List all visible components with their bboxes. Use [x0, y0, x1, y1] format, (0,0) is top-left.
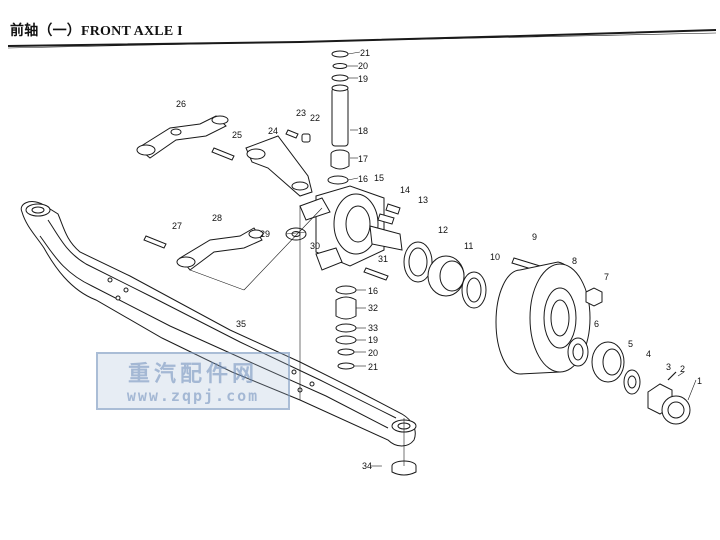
watermark-url: www.zqpj.com [126, 387, 260, 405]
bolts [143, 129, 541, 281]
lower-stack [335, 285, 357, 370]
callout-25: 25 [232, 130, 242, 140]
wheel-hub [495, 261, 591, 375]
callout-15: 15 [374, 173, 384, 183]
hub-nut-cap [647, 383, 691, 425]
callout-14: 14 [400, 185, 410, 195]
callout-9: 9 [532, 232, 537, 242]
callout-7: 7 [604, 272, 609, 282]
callout-26: 26 [176, 99, 186, 109]
callout-23: 23 [296, 108, 306, 118]
callout-20b: 20 [368, 348, 378, 358]
callout-33: 33 [368, 323, 378, 333]
callout-29: 29 [260, 229, 270, 239]
axle-beam [20, 201, 417, 447]
callout-18: 18 [358, 126, 368, 136]
callout-labels: 1 2 3 4 5 6 7 8 9 10 11 12 13 14 15 16 1… [172, 48, 702, 471]
callout-31: 31 [378, 254, 388, 264]
callout-34: 34 [362, 461, 372, 471]
watermark: 重汽配件网 www.zqpj.com [96, 352, 290, 410]
callout-1: 1 [697, 376, 702, 386]
callout-20: 20 [358, 61, 368, 71]
callout-5: 5 [628, 339, 633, 349]
callout-10: 10 [490, 252, 500, 262]
callout-12: 12 [438, 225, 448, 235]
callout-27: 27 [172, 221, 182, 231]
page-header: 前轴（一）FRONT AXLE I [0, 0, 720, 48]
callout-8: 8 [572, 256, 577, 266]
callout-19: 19 [358, 74, 368, 84]
callout-3: 3 [666, 362, 671, 372]
callout-11: 11 [464, 241, 473, 251]
page-title: 前轴（一）FRONT AXLE I [10, 24, 183, 39]
callout-28: 28 [212, 213, 222, 223]
callout-21: 21 [360, 48, 370, 58]
callout-17: 17 [358, 154, 368, 164]
callout-32: 32 [368, 303, 378, 313]
callout-4: 4 [646, 349, 651, 359]
callout-13: 13 [418, 195, 428, 205]
kingpin [330, 84, 350, 170]
callout-16: 16 [358, 174, 368, 184]
callout-16b: 16 [368, 286, 378, 296]
callout-2: 2 [680, 364, 685, 374]
nut-7 [585, 287, 603, 307]
callout-21b: 21 [368, 362, 378, 372]
pin-2 [667, 371, 677, 381]
inner-seal-bearing [403, 241, 487, 309]
callout-22: 22 [310, 113, 320, 123]
callout-6: 6 [594, 319, 599, 329]
callout-24: 24 [268, 126, 278, 136]
steering-arm-lower [176, 227, 264, 271]
outer-seal-bearing [567, 337, 625, 383]
tie-rod-arm [245, 135, 313, 197]
callout-labels-secondary: 16 19 20 21 [368, 286, 378, 372]
steering-arm-upper [136, 115, 229, 159]
callout-30: 30 [310, 241, 320, 251]
callout-35: 35 [236, 319, 246, 329]
watermark-chinese: 重汽配件网 [127, 362, 258, 387]
steering-knuckle [299, 185, 403, 271]
leader-lines [189, 51, 697, 467]
header-rule [7, 29, 717, 47]
callout-19b: 19 [368, 335, 378, 345]
